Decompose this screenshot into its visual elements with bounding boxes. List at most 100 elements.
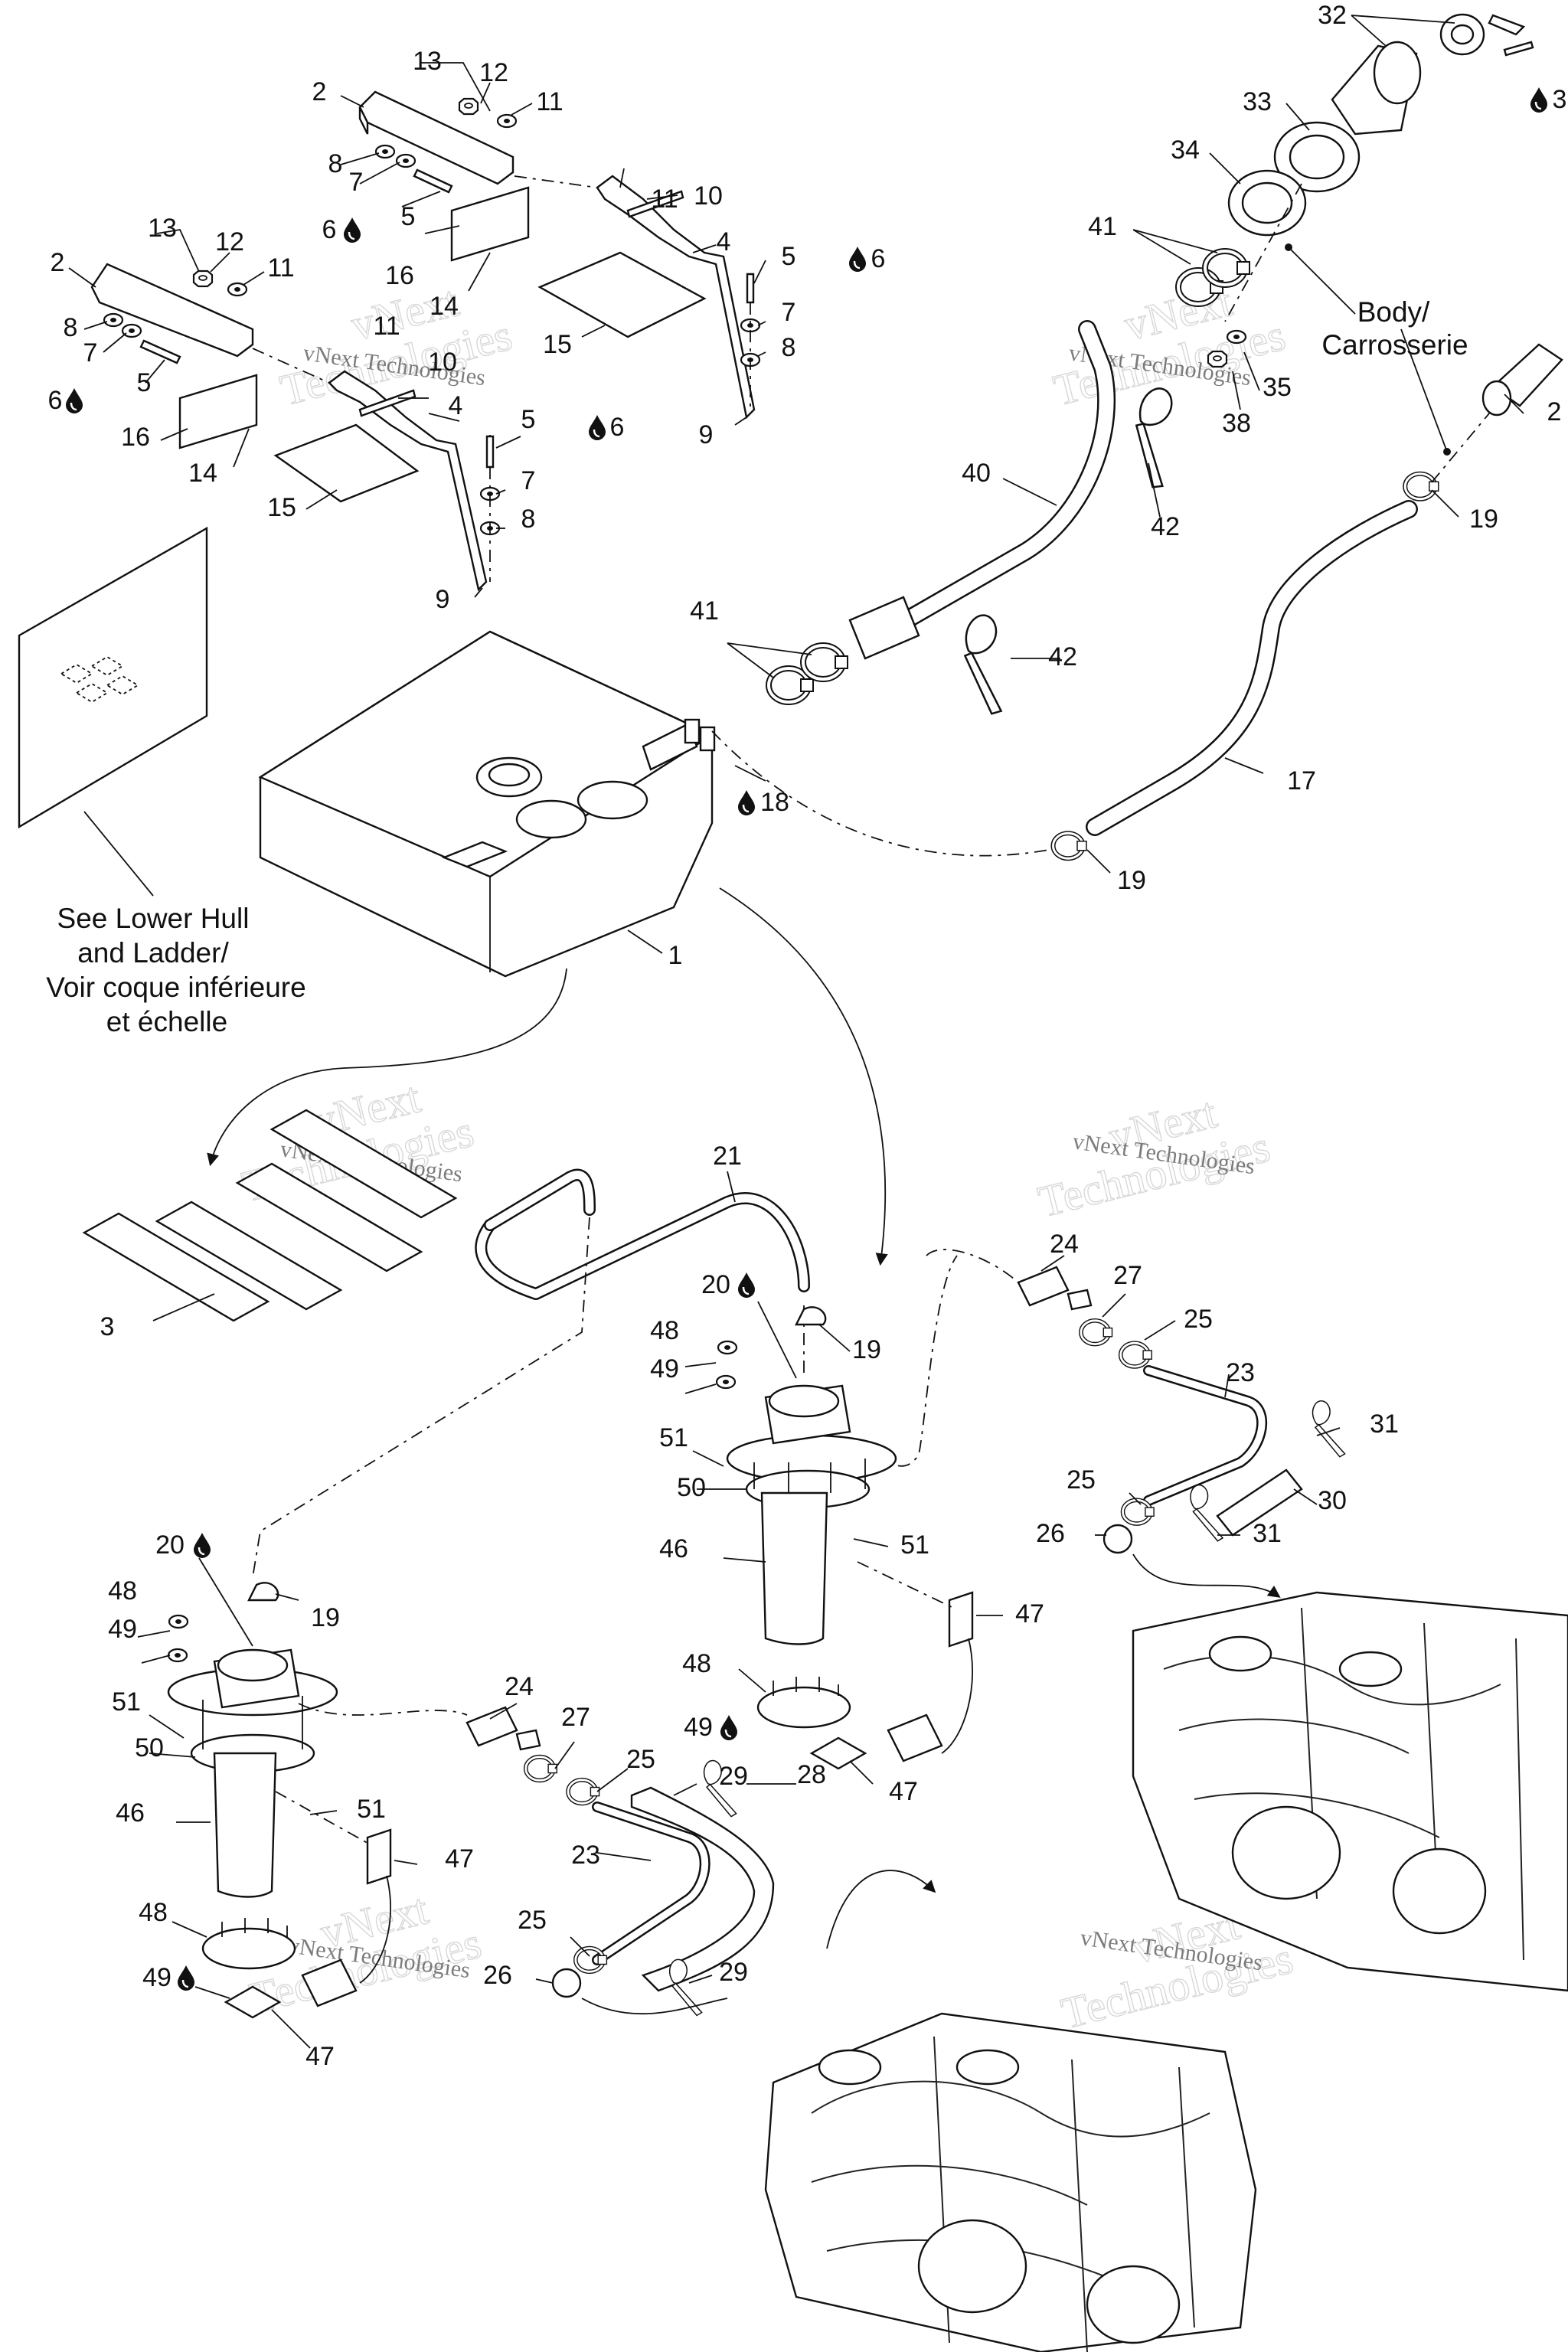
leader-line: [1209, 152, 1241, 185]
callout-28: 27: [561, 1703, 590, 1732]
leader-line: [428, 413, 460, 422]
callout-13: 13: [413, 47, 442, 76]
callout-30: 29: [719, 1762, 748, 1791]
leader-line: [757, 321, 766, 326]
callout-24: 23: [571, 1841, 600, 1870]
clip: [795, 1306, 827, 1326]
drop-icon: [1529, 86, 1549, 114]
leader-line: [340, 152, 380, 165]
callout-28: 27: [1113, 1261, 1142, 1290]
strap: [328, 370, 488, 592]
callout-32: 31: [1253, 1519, 1282, 1548]
leader-line: [468, 252, 491, 292]
drop-icon: [342, 216, 362, 244]
foam-strip: [155, 1200, 343, 1311]
washer-icon: [717, 1340, 738, 1355]
cable-tie-icon: [933, 609, 1043, 719]
callout-26: 25: [518, 1906, 547, 1935]
leaders: [68, 15, 1524, 2049]
clamp-icon: [803, 645, 848, 679]
note-line: Voir coque inférieure: [46, 972, 305, 1003]
callout-51: 51: [357, 1795, 386, 1824]
clamp-icon: [1054, 833, 1087, 858]
tank-label: [441, 841, 508, 868]
leader-line: [305, 489, 338, 510]
leader-line: [103, 332, 127, 353]
centerline: [275, 1791, 372, 1846]
washer-icon: [103, 312, 124, 328]
callout-13: 13: [148, 214, 177, 243]
bolt: [358, 389, 416, 417]
engine-cap: [1208, 1635, 1272, 1672]
callout-5: 5: [521, 405, 536, 434]
note-lower-hull: See Lower Hull and Ladder/ Voir coque in…: [46, 903, 305, 1037]
callout-31: 30: [1318, 1486, 1347, 1515]
leader-line: [619, 168, 625, 188]
callout-50: 49: [684, 1713, 713, 1742]
leader-line: [646, 194, 678, 200]
fuel-pump-assembly-right: [715, 1255, 974, 1770]
drop-icon: [587, 413, 607, 442]
leader-line: [480, 82, 491, 104]
engine-pulley: [1086, 2265, 1181, 2344]
leader-line: [172, 1921, 207, 1938]
washer-icon: [1226, 329, 1247, 345]
leader-line: [309, 1810, 338, 1815]
leader-line: [1243, 351, 1260, 391]
engine-detail: [1163, 1607, 1524, 1961]
protective-sleeve: [1216, 1468, 1303, 1537]
quick-connector: [466, 1706, 518, 1747]
callout-5: 5: [782, 242, 796, 271]
quick-connector: [1017, 1266, 1070, 1307]
callout-41: 41: [1088, 212, 1117, 241]
callout-26: 25: [626, 1745, 655, 1774]
callout-51: 51: [112, 1687, 141, 1717]
pump-flange: [577, 780, 648, 820]
callout-6: 6: [48, 386, 63, 415]
clamp-icon: [1123, 1500, 1155, 1524]
callout-11: 11: [373, 312, 400, 341]
clamp-icon: [1405, 474, 1439, 499]
leader-line: [424, 225, 460, 234]
washer-icon: [374, 144, 396, 159]
centerline: [1431, 367, 1528, 483]
callout-47: 49: [650, 1354, 679, 1383]
leader-line: [495, 436, 521, 449]
callout-15: 15: [267, 493, 296, 522]
callout-11: 11: [267, 253, 294, 283]
arrow-icon: [719, 887, 888, 1266]
leader-line: [570, 1936, 590, 1957]
callout-35: 34: [1171, 136, 1200, 165]
leader-line: [849, 1760, 874, 1785]
note-body: Body/ Carrosserie: [1321, 296, 1468, 361]
filler-cap-inner: [1450, 24, 1475, 45]
callout-26: 25: [1184, 1305, 1213, 1334]
reference-panel: [18, 526, 208, 829]
drop-icon: [848, 245, 867, 273]
centerline: [514, 175, 598, 188]
arrow-icon: [1132, 1553, 1281, 1598]
callout-10: 10: [694, 181, 723, 211]
leader-line: [727, 642, 812, 678]
leader-line: [1102, 1293, 1126, 1318]
clamp-icon: [576, 1949, 607, 1972]
note-line: Body/: [1357, 296, 1430, 328]
clamp-icon: [1205, 251, 1250, 285]
fuel-line-left: [298, 1703, 936, 2017]
callout-32: 31: [1370, 1410, 1399, 1439]
callout-3: 3: [100, 1312, 115, 1341]
fuel-line-right: [926, 1249, 1361, 1598]
washer-icon: [168, 1614, 189, 1629]
callout-43-45: 46: [659, 1534, 688, 1563]
callout-46: 48: [650, 1316, 679, 1345]
callout-49: 48: [139, 1898, 168, 1927]
fuel-pump-assembly-left: [167, 1217, 590, 2019]
drop-icon: [192, 1531, 212, 1560]
filler-hose-assembly: [711, 13, 1563, 858]
leader-line: [535, 1978, 554, 1984]
callout-8: 8: [782, 333, 796, 362]
bolt: [413, 168, 453, 194]
washer-icon: [121, 323, 142, 338]
leader-line: [68, 267, 96, 288]
